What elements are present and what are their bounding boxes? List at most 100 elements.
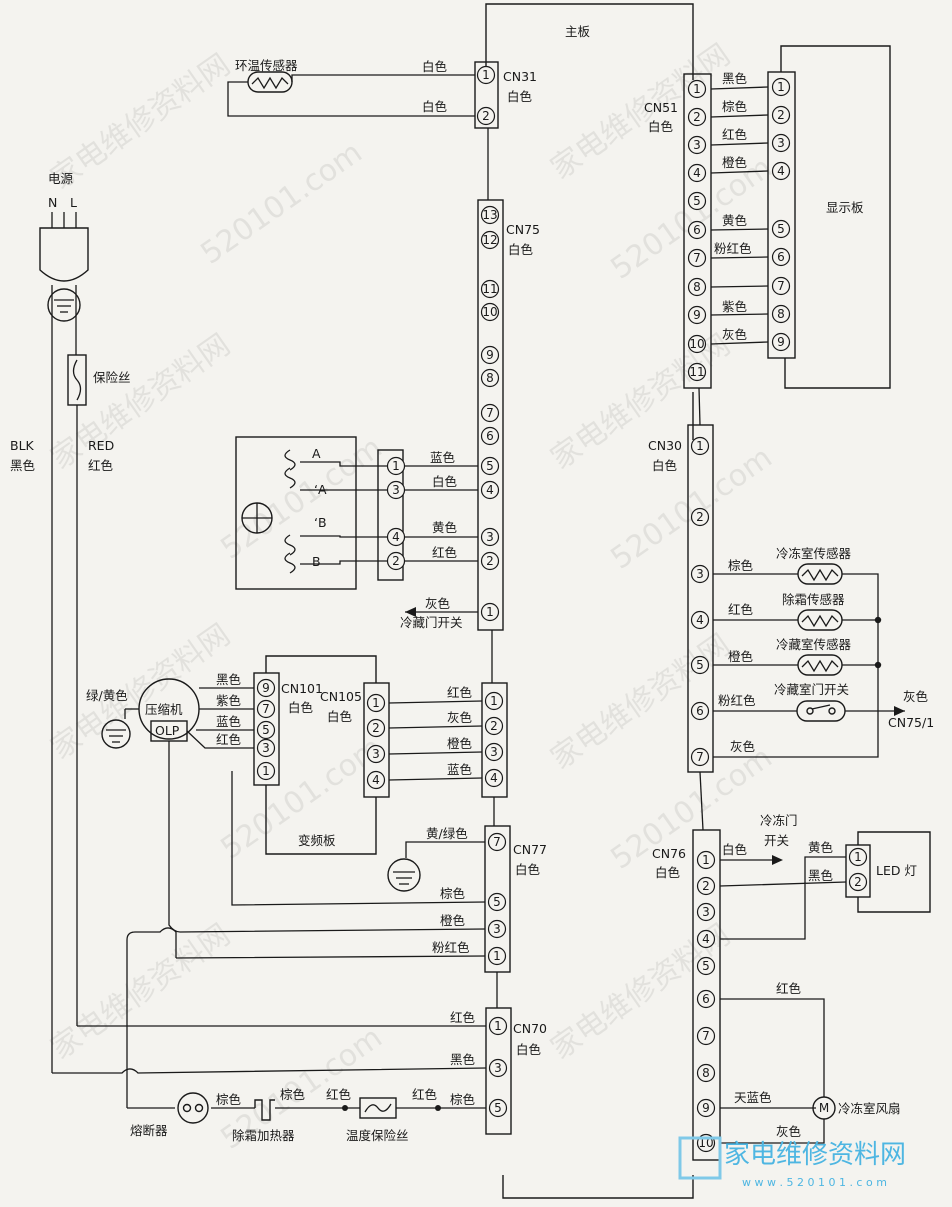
cn31-wire1-color: 白色 (422, 59, 448, 74)
cn76-housing (692, 829, 721, 1161)
coil-b-label: B (312, 554, 321, 569)
cn51-color: 白色 (648, 119, 674, 134)
cn77-pin-7: 7 (487, 832, 507, 852)
disp-orange-wire: 橙色 (722, 155, 748, 170)
fan-motor-letter: M (819, 1101, 829, 1115)
cn51-housing (683, 73, 712, 389)
cn76-pin-9: 9 (696, 1098, 716, 1118)
svg-text:3: 3 (702, 905, 710, 919)
watermark-text: 家电维修资料网 (545, 327, 737, 476)
disp-yellow-wire: 黄色 (722, 213, 748, 228)
cn105-pin-4: 4 (366, 770, 386, 790)
inverter-board-outline (265, 655, 377, 855)
cn75-label: CN75 (506, 222, 540, 237)
svg-text:8: 8 (486, 371, 494, 385)
cn76-pin-8: 8 (696, 1063, 716, 1083)
svg-text:3: 3 (262, 741, 270, 755)
watermark-logo: 家电维修资料网 w w w . 5 2 0 1 0 1 . c o m (678, 1136, 906, 1189)
freezer-fan-label: 冷冻室风扇 (838, 1101, 901, 1116)
cn76-pin-7: 7 (696, 1026, 716, 1046)
cn70-red-wire: 红色 (450, 1010, 476, 1025)
cn105m-pin-1: 1 (484, 691, 504, 711)
stepper-red-wire: 红色 (432, 545, 458, 560)
svg-text:2: 2 (777, 108, 785, 122)
cn101-pin-7: 7 (256, 699, 276, 719)
svg-text:4: 4 (777, 164, 785, 178)
watermark-text: 家电维修资料网 (45, 47, 237, 196)
svg-text:2: 2 (702, 879, 710, 893)
cn51-pin-11: 11 (687, 362, 707, 382)
temp-fuse-red-wire-2: 红色 (412, 1087, 438, 1102)
svg-text:9: 9 (486, 348, 494, 362)
red-cn-label: 红色 (88, 458, 114, 473)
svg-text:2: 2 (392, 554, 400, 568)
watermark-text: 家电维修资料网 (45, 617, 237, 766)
svg-text:4: 4 (372, 773, 380, 787)
cn101-pin-3: 3 (256, 738, 276, 758)
svg-text:4: 4 (693, 166, 701, 180)
red-label: RED (88, 438, 114, 453)
svg-text:2: 2 (696, 510, 704, 524)
cn105-color: 白色 (327, 709, 353, 724)
pins-layer: 1213121110987654321123412349753175311351… (256, 65, 868, 1153)
svg-text:5: 5 (493, 895, 501, 909)
watermark-layer: 520101.com 家电维修资料网 520101.com 家电维修资料网 52… (45, 37, 779, 1156)
svg-text:11: 11 (482, 282, 497, 296)
svg-text:1: 1 (494, 1019, 502, 1033)
cn51-pin-2: 2 (687, 107, 707, 127)
svg-text:4: 4 (696, 613, 704, 627)
disp-pin-1: 1 (771, 77, 791, 97)
defrost-heater-label: 除霜加热器 (232, 1128, 295, 1143)
watermark-logo-url: w w w . 5 2 0 1 0 1 . c o m (742, 1176, 887, 1189)
cn31-pin-1: 1 (476, 65, 496, 85)
cn30-pin-6: 6 (690, 701, 710, 721)
svg-text:3: 3 (486, 530, 494, 544)
cn77-orange-wire: 橙色 (440, 913, 466, 928)
watermark-logo-text: 家电维修资料网 (724, 1140, 906, 1170)
svg-text:3: 3 (777, 136, 785, 150)
svg-text:6: 6 (486, 429, 494, 443)
svg-text:3: 3 (392, 483, 400, 497)
blk-label: BLK (10, 438, 35, 453)
cn75-pin-8: 8 (480, 368, 500, 388)
freezer-door-switch-label: 开关 (764, 833, 789, 848)
watermark-text: 家电维修资料网 (45, 917, 237, 1066)
power-plug: 电源 N L 保险丝 BLK 黑色 RED 红色 (10, 171, 487, 1074)
cn77-housing (484, 825, 511, 973)
cn75-pin-1: 1 (480, 602, 500, 622)
disp-black-wire: 黑色 (722, 71, 748, 86)
cn75-pin-9: 9 (480, 345, 500, 365)
defrost-sensor: 除霜传感器 (782, 592, 845, 631)
inv-gray-wire: 灰色 (447, 710, 473, 725)
svg-text:4: 4 (392, 530, 400, 544)
svg-text:1: 1 (493, 949, 501, 963)
stepper-yellow-wire: 黄色 (432, 520, 458, 535)
defrost-heater-body (254, 1099, 275, 1121)
svg-text:3: 3 (493, 922, 501, 936)
cn30-pin-1: 1 (690, 436, 710, 456)
svg-text:1: 1 (777, 80, 785, 94)
cn105m-pin-3: 3 (484, 742, 504, 762)
cn75-pin-10: 10 (480, 302, 500, 322)
fan-gray-wire: 灰色 (776, 1124, 802, 1139)
olp-label: OLP (155, 723, 180, 738)
blk-cn-label: 黑色 (10, 458, 36, 473)
cn105-label: CN105 (320, 689, 362, 704)
cn75-gray-wire: 灰色 (425, 596, 451, 611)
heater-brown-wire-1: 棕色 (216, 1092, 242, 1107)
main-board-title: 主板 (565, 24, 591, 39)
svg-text:7: 7 (702, 1029, 710, 1043)
cn76-white-wire: 白色 (722, 842, 748, 857)
cn70-black-wire: 黑色 (450, 1052, 476, 1067)
svg-text:6: 6 (696, 704, 704, 718)
inv-red-wire: 红色 (447, 685, 473, 700)
disp-pin-8: 8 (771, 304, 791, 324)
cn30-red-wire: 红色 (728, 602, 754, 617)
thermal-fuse-label: 熔断器 (130, 1123, 168, 1138)
comp-black-wire: 黑色 (216, 672, 242, 687)
svg-text:11: 11 (689, 365, 704, 379)
cn70-pin-1: 1 (488, 1016, 508, 1036)
power-label: 电源 (48, 171, 74, 186)
cn105m-pin-2: 2 (484, 716, 504, 736)
led-black-wire: 黑色 (808, 868, 834, 883)
